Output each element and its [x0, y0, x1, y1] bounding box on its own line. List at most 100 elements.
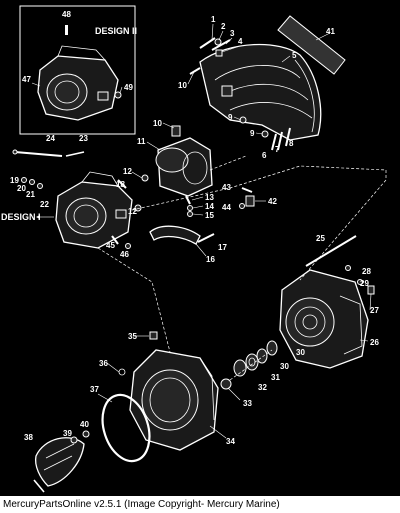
design-ii-inset-box [19, 5, 136, 135]
part-39-nut [70, 436, 78, 444]
part-26-pump-housing [279, 269, 369, 369]
callout-4: 4 [238, 37, 243, 46]
callout-21: 21 [26, 190, 35, 199]
callout-2: 2 [221, 22, 226, 31]
part-29-washer [357, 279, 363, 285]
callout-32: 32 [258, 383, 267, 392]
callout-45: 45 [106, 241, 115, 250]
part-48-pin [65, 25, 68, 35]
callout-30-b: 30 [280, 362, 289, 371]
callout-16: 16 [206, 255, 215, 264]
part-24-rod [12, 149, 63, 157]
callout-47: 47 [22, 75, 31, 84]
part-49-washer [114, 91, 122, 99]
callout-41: 41 [326, 27, 335, 36]
design-ii-label: DESIGN II [95, 26, 137, 36]
part-3-bolt [211, 39, 231, 51]
callout-10: 10 [178, 81, 187, 90]
callout-30: 30 [296, 348, 305, 357]
callout-13: 13 [205, 193, 214, 202]
callout-34: 34 [226, 437, 235, 446]
part-22-housing [55, 171, 133, 249]
part-13-bolt [185, 195, 191, 205]
part-45-bolt [111, 235, 119, 245]
part-5-cover [199, 43, 322, 141]
part-12-fitting [141, 174, 149, 182]
part-28-screw [345, 265, 351, 271]
part-19-screw [21, 177, 27, 183]
callout-26: 26 [370, 338, 379, 347]
callout-9: 9 [228, 113, 233, 122]
callout-49: 49 [124, 83, 133, 92]
callout-31: 31 [271, 373, 280, 382]
callout-14: 14 [205, 202, 214, 211]
part-8-bolt [285, 127, 291, 147]
part-46-nut [125, 243, 131, 249]
part-18-screw [117, 179, 127, 189]
part-17-screw [197, 233, 215, 243]
callout-5: 5 [292, 51, 297, 60]
part-30-bearing-2 [256, 348, 268, 364]
part-35-plug [149, 331, 158, 340]
part-47-housing [37, 45, 119, 121]
part-14-washer [187, 205, 193, 211]
part-4-spacer [215, 49, 223, 57]
part-9-washer [239, 116, 247, 124]
part-38-impeller [33, 437, 85, 493]
callout-17: 17 [218, 243, 227, 252]
part-1-bolt [199, 37, 216, 49]
callout-39: 39 [63, 429, 72, 438]
part-37-oring [101, 393, 151, 463]
callouts: 1 2 3 4 5 6 7 8 9 9 10 10 11 12 12 13 14… [10, 10, 379, 446]
callout-10-b: 10 [153, 119, 162, 128]
part-16-bracket [149, 225, 201, 245]
leader-lines [31, 23, 372, 439]
callout-19: 19 [10, 176, 19, 185]
callout-15: 15 [205, 211, 214, 220]
part-42-fitting [245, 195, 255, 207]
part-32-spacer [233, 359, 247, 377]
callout-12-b: 12 [128, 207, 137, 216]
part-2-washer [214, 38, 222, 46]
callout-46: 46 [120, 250, 129, 259]
callout-23: 23 [79, 134, 88, 143]
callout-35: 35 [128, 332, 137, 341]
callout-8: 8 [289, 139, 294, 148]
part-15-nut [187, 211, 193, 217]
callout-25: 25 [316, 234, 325, 243]
part-21-nut [37, 183, 43, 189]
parts-diagram: DESIGN II [0, 0, 400, 496]
callout-40: 40 [80, 420, 89, 429]
callout-3: 3 [230, 29, 235, 38]
part-31-seal [245, 353, 259, 371]
design-i-label: DESIGN I [1, 212, 41, 222]
callout-44: 44 [222, 203, 231, 212]
callout-37: 37 [90, 385, 99, 394]
callout-38: 38 [24, 433, 33, 442]
part-25-rod [305, 235, 357, 267]
callout-36: 36 [99, 359, 108, 368]
callout-11: 11 [137, 137, 146, 146]
callout-48: 48 [62, 10, 71, 19]
part-20-washer [29, 179, 35, 185]
callout-27: 27 [370, 306, 379, 315]
callout-33: 33 [243, 399, 252, 408]
part-33-nut [220, 378, 232, 390]
callout-18: 18 [116, 180, 125, 189]
callout-22: 22 [40, 200, 49, 209]
callout-20: 20 [17, 184, 26, 193]
callout-42: 42 [268, 197, 277, 206]
part-41-decal-strip [277, 15, 346, 75]
part-40-washer [82, 430, 90, 438]
callout-1: 1 [211, 15, 216, 24]
part-23-clip [65, 151, 85, 157]
part-6-bolt [271, 133, 277, 151]
callout-29: 29 [360, 279, 369, 288]
image-caption: MercuryPartsOnline v2.5.1 (Image Copyrig… [3, 499, 280, 510]
callout-9-b: 9 [250, 129, 255, 138]
callout-43: 43 [222, 183, 231, 192]
part-30-bearing [266, 340, 278, 356]
part-12-fitting-2 [134, 204, 142, 212]
part-44-washer [239, 203, 245, 209]
callout-12: 12 [123, 167, 132, 176]
